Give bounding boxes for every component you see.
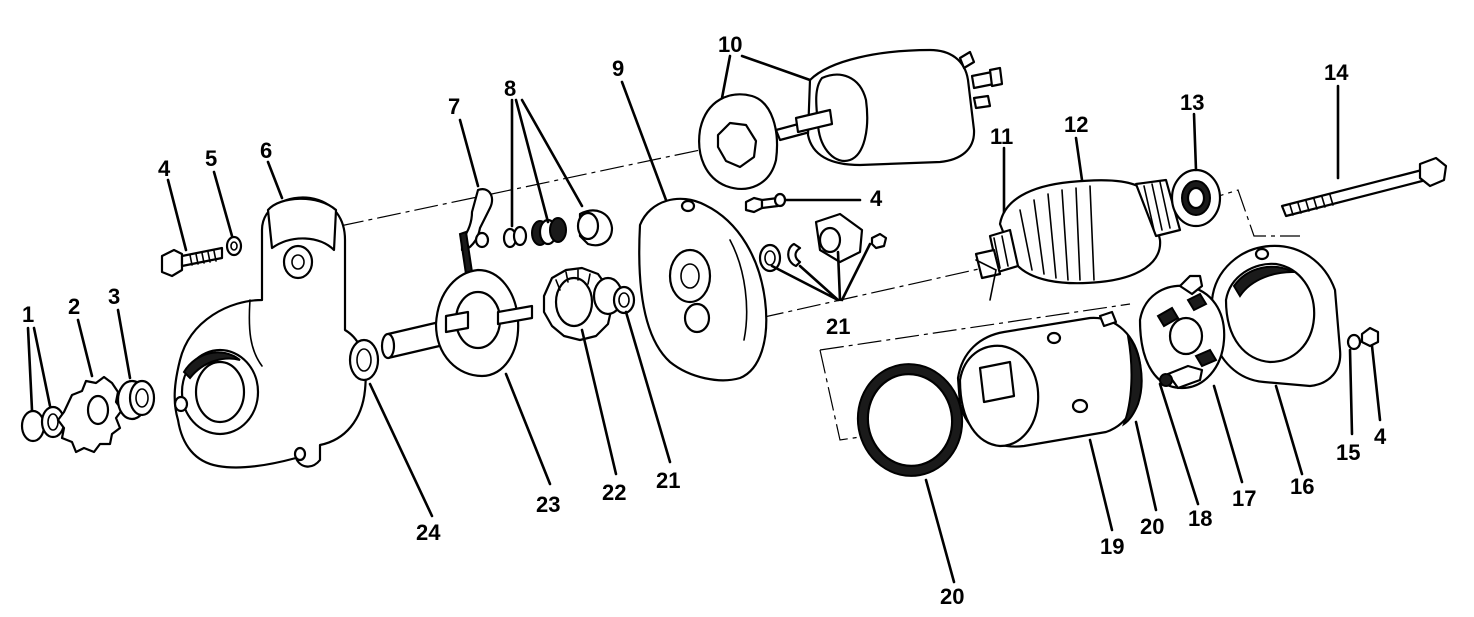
callout-3: 3 [108,284,120,309]
part-7-shift-lever [458,188,494,276]
callout-4-left: 4 [158,156,171,181]
part-15-washer [1346,333,1362,351]
part-3-collar [116,379,156,421]
callout-21-lower: 21 [656,468,680,493]
callout-17: 17 [1232,486,1256,511]
part-17-brush-holder [1138,274,1226,390]
part-12-armature [974,178,1182,285]
leader-lines [26,54,1382,584]
part-19-field-frame [956,259,1143,448]
part-23-drive-shaft [380,268,534,378]
callout-8: 8 [504,76,516,101]
part-4-bolt-left [160,246,224,278]
callout-7: 7 [448,94,460,119]
part-20-seal-ring [856,363,964,477]
callout-13: 13 [1180,90,1204,115]
part-6-drive-housing [173,196,380,469]
callout-5: 5 [205,146,217,171]
callout-20-right: 20 [1140,514,1164,539]
callout-2: 2 [68,294,80,319]
callout-14: 14 [1324,60,1349,85]
callout-labels: 1 2 3 4 5 6 7 8 9 10 11 12 13 14 4 21 15… [22,32,1387,609]
part-22-drive-assembly [542,266,624,342]
callout-9: 9 [612,56,624,81]
callout-22: 22 [602,480,626,505]
part-4-screw-right [1360,326,1380,348]
callout-15: 15 [1336,440,1360,465]
part-21-seal-plate [758,212,888,273]
part-4-bolt-center [744,192,787,214]
callout-20-bottom: 20 [940,584,964,609]
part-5-washer [225,235,243,257]
callout-24: 24 [416,520,441,545]
part-14-through-bolt [1280,156,1448,218]
callout-11: 11 [990,124,1013,149]
callout-6: 6 [260,138,272,163]
callout-10: 10 [718,32,742,57]
callout-4-right: 4 [1374,424,1387,449]
part-2-pinion-gear [56,375,124,454]
callout-12: 12 [1064,112,1088,137]
part-9-center-plate [638,197,768,382]
callout-1: 1 [22,302,34,327]
callout-19: 19 [1100,534,1124,559]
callout-23: 23 [536,492,560,517]
part-21-washer-center [612,285,636,315]
callout-21-upper: 21 [826,314,850,339]
callout-16: 16 [1290,474,1314,499]
part-16-end-housing [1210,244,1342,388]
callout-18: 18 [1188,506,1212,531]
part-8-spring-set [502,209,614,249]
part-10-solenoid [698,48,1004,190]
part-13-bearing [1170,168,1222,228]
part-1-snap-ring [20,405,66,443]
callout-4-center: 4 [870,186,883,211]
